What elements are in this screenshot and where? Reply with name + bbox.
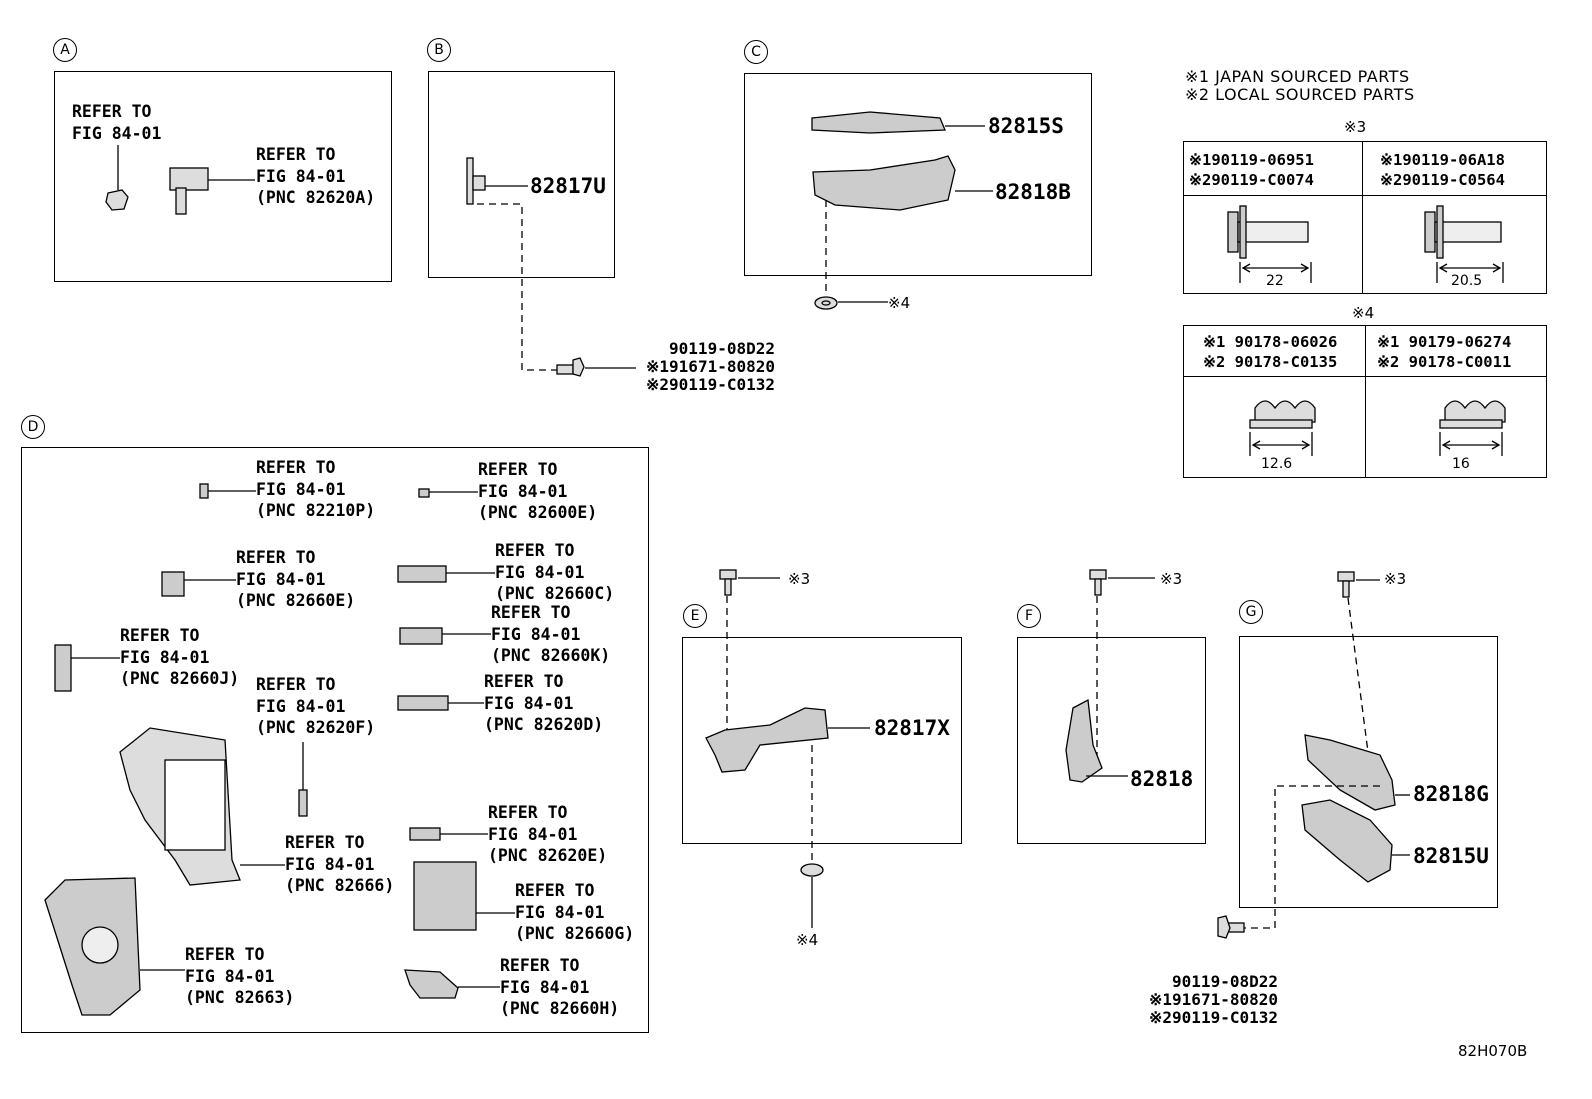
table3-divider-v (1362, 141, 1363, 294)
bracket-82817x-icon (705, 707, 870, 862)
cover-82818g-icon (1304, 734, 1410, 811)
box-a (54, 71, 392, 282)
d-refer-82660e: REFER TO FIG 84-01 (PNC 82660E) (236, 548, 356, 610)
part-82815s: 82815S (988, 114, 1064, 138)
table3-col1-line2: ※290119-C0074 (1189, 171, 1314, 189)
part-82818g: 82818G (1413, 782, 1489, 806)
d-refer-82660c: REFER TO FIG 84-01 (PNC 82660C) (495, 541, 615, 603)
part-82818: 82818 (1130, 767, 1194, 791)
bracket-82818-icon (1065, 698, 1128, 783)
section-label-e: E (683, 604, 707, 628)
d-refer-82620f: REFER TO FIG 84-01 (PNC 82620F) (256, 675, 376, 737)
d-refer-82660k: REFER TO FIG 84-01 (PNC 82660K) (491, 603, 611, 665)
table4-title: ※4 (1352, 304, 1375, 322)
box-c (744, 73, 1092, 276)
d-refer-82600e: REFER TO FIG 84-01 (PNC 82600E) (478, 460, 598, 522)
d-refer-82663: REFER TO FIG 84-01 (PNC 82663) (185, 945, 295, 1007)
nut-icon-e (800, 863, 824, 928)
table4-col1-line2: ※2 90178-C0135 (1203, 353, 1338, 371)
e-nut-ref: ※4 (796, 931, 819, 949)
bolt-icon-a (105, 145, 129, 211)
f-screw-ref: ※3 (1160, 570, 1183, 588)
sensor-icon-a (169, 167, 255, 215)
a-refer-sensor: REFER TO FIG 84-01 (PNC 82620A) (256, 145, 376, 207)
g-bolt-numbers: 90119-08D22 ※191671-80820 ※290119-C0132 (1149, 972, 1278, 1027)
junction-block-icon (413, 861, 515, 931)
box-e (682, 637, 962, 844)
bolt-icon-b (556, 357, 636, 377)
table4-divider-v (1365, 325, 1366, 478)
d-refer-82660j: REFER TO FIG 84-01 (PNC 82660J) (120, 626, 240, 688)
table3 (1183, 141, 1547, 294)
section-label-a: A (53, 38, 77, 62)
d-refer-82620d: REFER TO FIG 84-01 (PNC 82620D) (484, 672, 604, 734)
table4-divider-h (1183, 376, 1547, 377)
bracket-82817u-icon (466, 157, 560, 371)
bolt-20-5-icon (1424, 205, 1504, 283)
section-label-g: G (1239, 600, 1263, 624)
g-screw-ref: ※3 (1384, 570, 1407, 588)
dim-20-5: 20.5 (1451, 273, 1483, 289)
dim-22: 22 (1266, 273, 1284, 289)
screw-icon-f (1089, 569, 1155, 765)
table3-title: ※3 (1344, 118, 1367, 136)
trim-82815s-icon (811, 111, 985, 134)
box-b (428, 71, 615, 278)
nut-16-icon (1439, 400, 1506, 456)
legend-local: ※2 LOCAL SOURCED PARTS (1185, 85, 1415, 104)
nut-12-6-icon (1249, 400, 1316, 456)
e-screw-ref: ※3 (788, 570, 811, 588)
screw-icon-g (1337, 571, 1380, 753)
bolt-22-icon (1227, 205, 1312, 283)
table4-col2-line1: ※1 90179-06274 (1377, 333, 1512, 351)
table3-divider-h (1183, 195, 1547, 196)
b-bolt-numbers: 90119-08D22 ※191671-80820 ※290119-C0132 (646, 339, 775, 394)
cover-82815u-icon (1301, 799, 1410, 883)
part-82817x: 82817X (874, 716, 950, 740)
box-f (1017, 637, 1206, 844)
table4-col1-line1: ※1 90178-06026 (1203, 333, 1338, 351)
table3-col2-line1: ※190119-06A18 (1380, 151, 1505, 169)
table3-col2-line2: ※290119-C0564 (1380, 171, 1505, 189)
legend-japan: ※1 JAPAN SOURCED PARTS (1185, 67, 1410, 86)
section-label-f: F (1017, 604, 1041, 628)
dim-16: 16 (1452, 456, 1470, 472)
bracket-82660h-icon (404, 969, 500, 999)
fuse-box-icon (119, 727, 285, 886)
section-label-d: D (21, 415, 45, 439)
section-label-c: C (744, 40, 768, 64)
relay-block-icon (44, 877, 185, 1016)
d-refer-82660h: REFER TO FIG 84-01 (PNC 82660H) (500, 956, 620, 1018)
box-g (1239, 636, 1498, 908)
trim-82818b-icon (812, 155, 993, 296)
table3-col1-line1: ※190119-06951 (1189, 151, 1314, 169)
c-nut-ref: ※4 (888, 294, 911, 312)
figure-code: 82H070B (1458, 1042, 1528, 1060)
d-refer-82210p: REFER TO FIG 84-01 (PNC 82210P) (256, 458, 376, 520)
d-refer-82660g: REFER TO FIG 84-01 (PNC 82660G) (515, 881, 635, 943)
box-d (21, 447, 649, 1033)
bolt-icon-g (1217, 785, 1380, 939)
d-refer-82620e: REFER TO FIG 84-01 (PNC 82620E) (488, 803, 608, 865)
part-82818b: 82818B (995, 180, 1071, 204)
part-82815u: 82815U (1413, 844, 1489, 868)
a-refer-bolt: REFER TO FIG 84-01 (72, 102, 162, 143)
part-82817u: 82817U (530, 174, 606, 198)
connector-icons-d (54, 483, 495, 841)
screw-icon-e (719, 569, 780, 730)
dim-12-6: 12.6 (1261, 456, 1293, 472)
nut-icon-c (814, 296, 888, 310)
section-label-b: B (427, 38, 451, 62)
d-refer-82666: REFER TO FIG 84-01 (PNC 82666) (285, 833, 395, 895)
table4-col2-line2: ※2 90178-C0011 (1377, 353, 1512, 371)
